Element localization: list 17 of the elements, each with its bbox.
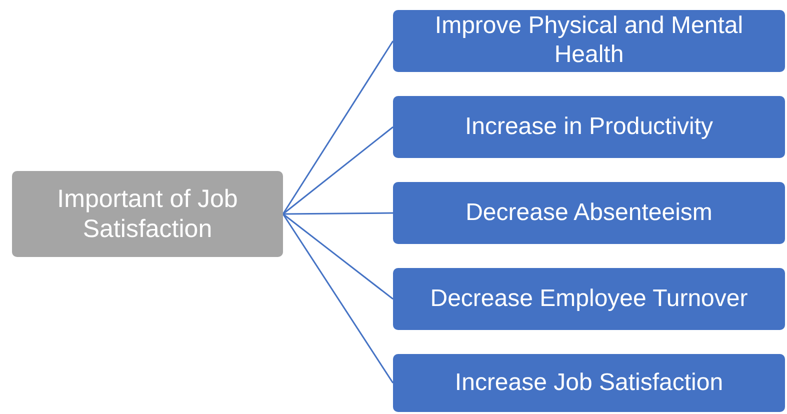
connector-line	[282, 214, 394, 384]
connector-line	[283, 212, 393, 215]
connector-line	[282, 213, 394, 300]
connector-line	[282, 40, 394, 214]
box-text: Increase in Productivity	[464, 112, 714, 142]
connector-line	[282, 126, 394, 215]
box-text: Improve Physical and Mental Health	[434, 12, 744, 70]
benefit-box	[393, 96, 785, 158]
benefit-box	[393, 354, 785, 412]
benefit-box	[393, 182, 785, 244]
box-text: Decrease Employee Turnover	[430, 284, 748, 314]
benefit-box	[393, 268, 785, 330]
benefit-box	[393, 10, 785, 72]
box-text: Decrease Absenteeism	[466, 198, 712, 228]
box-text: Important of Job Satisfaction	[56, 184, 239, 244]
box-text: Increase Job Satisfaction	[454, 368, 724, 398]
topic-box	[12, 171, 283, 257]
